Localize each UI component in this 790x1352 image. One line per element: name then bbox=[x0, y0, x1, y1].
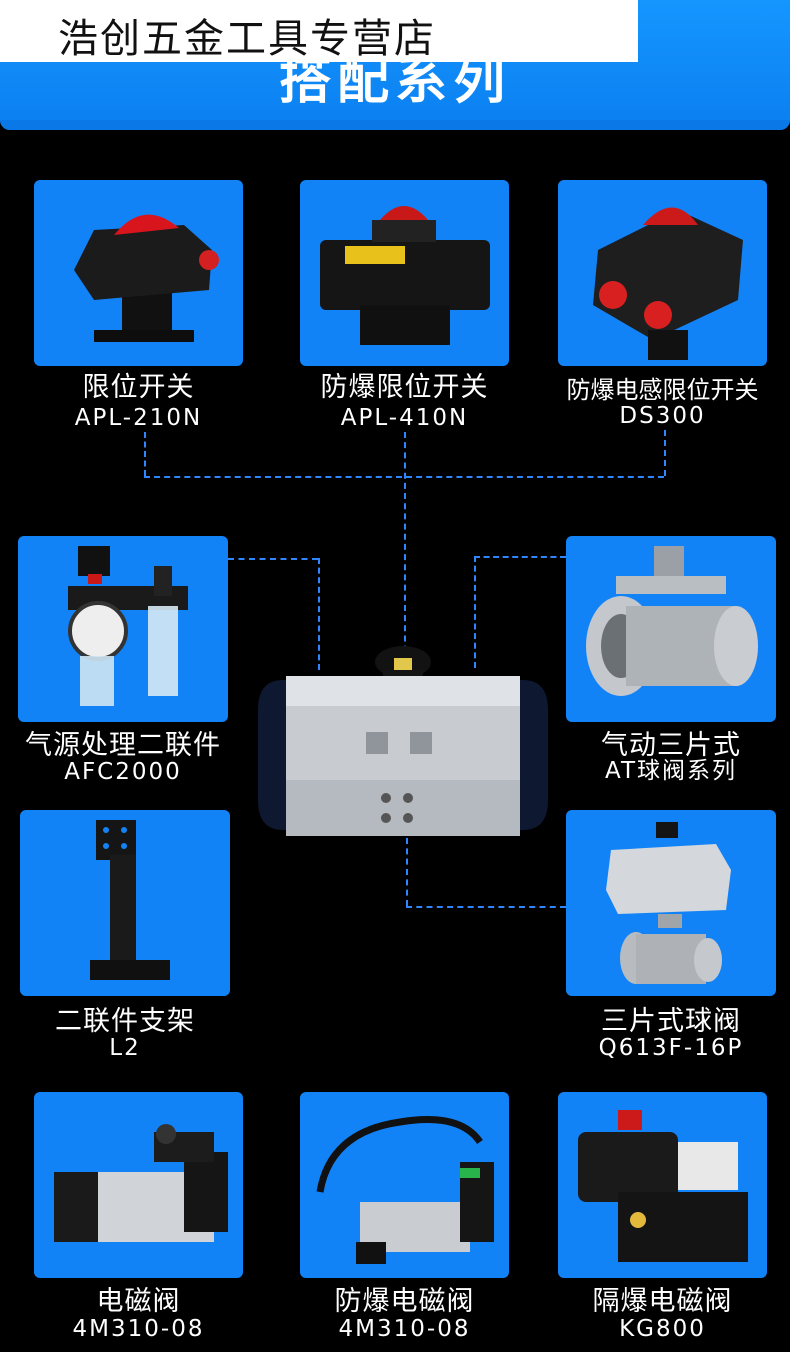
inductive-switch-icon bbox=[593, 207, 743, 360]
product-name: 气动三片式 bbox=[601, 730, 741, 761]
product-card-three-piece-ball-valve[interactable] bbox=[566, 810, 776, 996]
product-name: 二联件支架 bbox=[55, 1006, 195, 1037]
product-model: AFC2000 bbox=[64, 759, 182, 785]
product-card-pneumatic-ball-valve[interactable] bbox=[566, 536, 776, 722]
connector-line bbox=[318, 558, 320, 670]
actuator-icon bbox=[258, 646, 548, 836]
product-model: KG800 bbox=[619, 1316, 706, 1342]
solenoid-valve-icon bbox=[54, 1124, 228, 1242]
product-card-explosion-proof-limit-switch[interactable] bbox=[300, 180, 509, 366]
product-model: Q613F-16P bbox=[598, 1035, 744, 1061]
connector-line bbox=[406, 838, 408, 906]
product-name: 电磁阀 bbox=[96, 1286, 181, 1317]
product-name: 防爆限位开关 bbox=[320, 372, 489, 403]
connector-line bbox=[664, 430, 666, 476]
filter-regulator-icon bbox=[68, 546, 188, 706]
ball-valve-icon bbox=[586, 546, 758, 696]
product-card-inductive-limit-switch[interactable] bbox=[558, 180, 767, 366]
product-card-solenoid-valve[interactable] bbox=[34, 1092, 243, 1278]
product-model: L2 bbox=[109, 1035, 141, 1061]
product-card-filter-bracket[interactable] bbox=[20, 810, 230, 996]
product-model: DS300 bbox=[619, 403, 706, 429]
product-name: 气源处理二联件 bbox=[25, 730, 221, 761]
store-name-bar: 浩创五金工具专营店 bbox=[0, 0, 638, 62]
product-card-limit-switch[interactable] bbox=[34, 180, 243, 366]
pneumatic-actuator-image bbox=[258, 640, 548, 840]
product-name: 防爆电感限位开关 bbox=[566, 376, 759, 404]
flameproof-solenoid-icon bbox=[578, 1110, 748, 1262]
product-model: 4M310-08 bbox=[338, 1316, 471, 1342]
limit-switch-icon bbox=[74, 214, 219, 342]
product-model: AT球阀系列 bbox=[605, 758, 737, 784]
connector-line bbox=[474, 556, 476, 668]
connector-line bbox=[406, 906, 566, 908]
product-model: APL-210N bbox=[74, 405, 203, 431]
product-card-explosion-proof-solenoid-valve[interactable] bbox=[300, 1092, 509, 1278]
connector-line bbox=[144, 432, 146, 476]
header-banner-edge bbox=[0, 120, 790, 130]
connector-line bbox=[228, 558, 318, 560]
product-card-air-source-treatment[interactable] bbox=[18, 536, 228, 722]
connector-line bbox=[474, 556, 566, 558]
product-name: 隔爆电磁阀 bbox=[592, 1286, 733, 1317]
connector-line bbox=[404, 432, 406, 672]
product-card-flameproof-solenoid-valve[interactable] bbox=[558, 1092, 767, 1278]
explosion-proof-solenoid-icon bbox=[316, 1116, 494, 1264]
connector-line bbox=[144, 476, 664, 478]
store-name: 浩创五金工具专营店 bbox=[58, 16, 436, 62]
product-model: 4M310-08 bbox=[72, 1316, 205, 1342]
product-model: APL-410N bbox=[340, 405, 469, 431]
product-name: 防爆电磁阀 bbox=[334, 1286, 475, 1317]
bracket-icon bbox=[90, 820, 170, 980]
product-name: 限位开关 bbox=[82, 372, 195, 403]
product-name: 三片式球阀 bbox=[601, 1006, 741, 1037]
three-piece-valve-icon bbox=[606, 822, 731, 984]
explosion-proof-switch-icon bbox=[320, 206, 490, 345]
